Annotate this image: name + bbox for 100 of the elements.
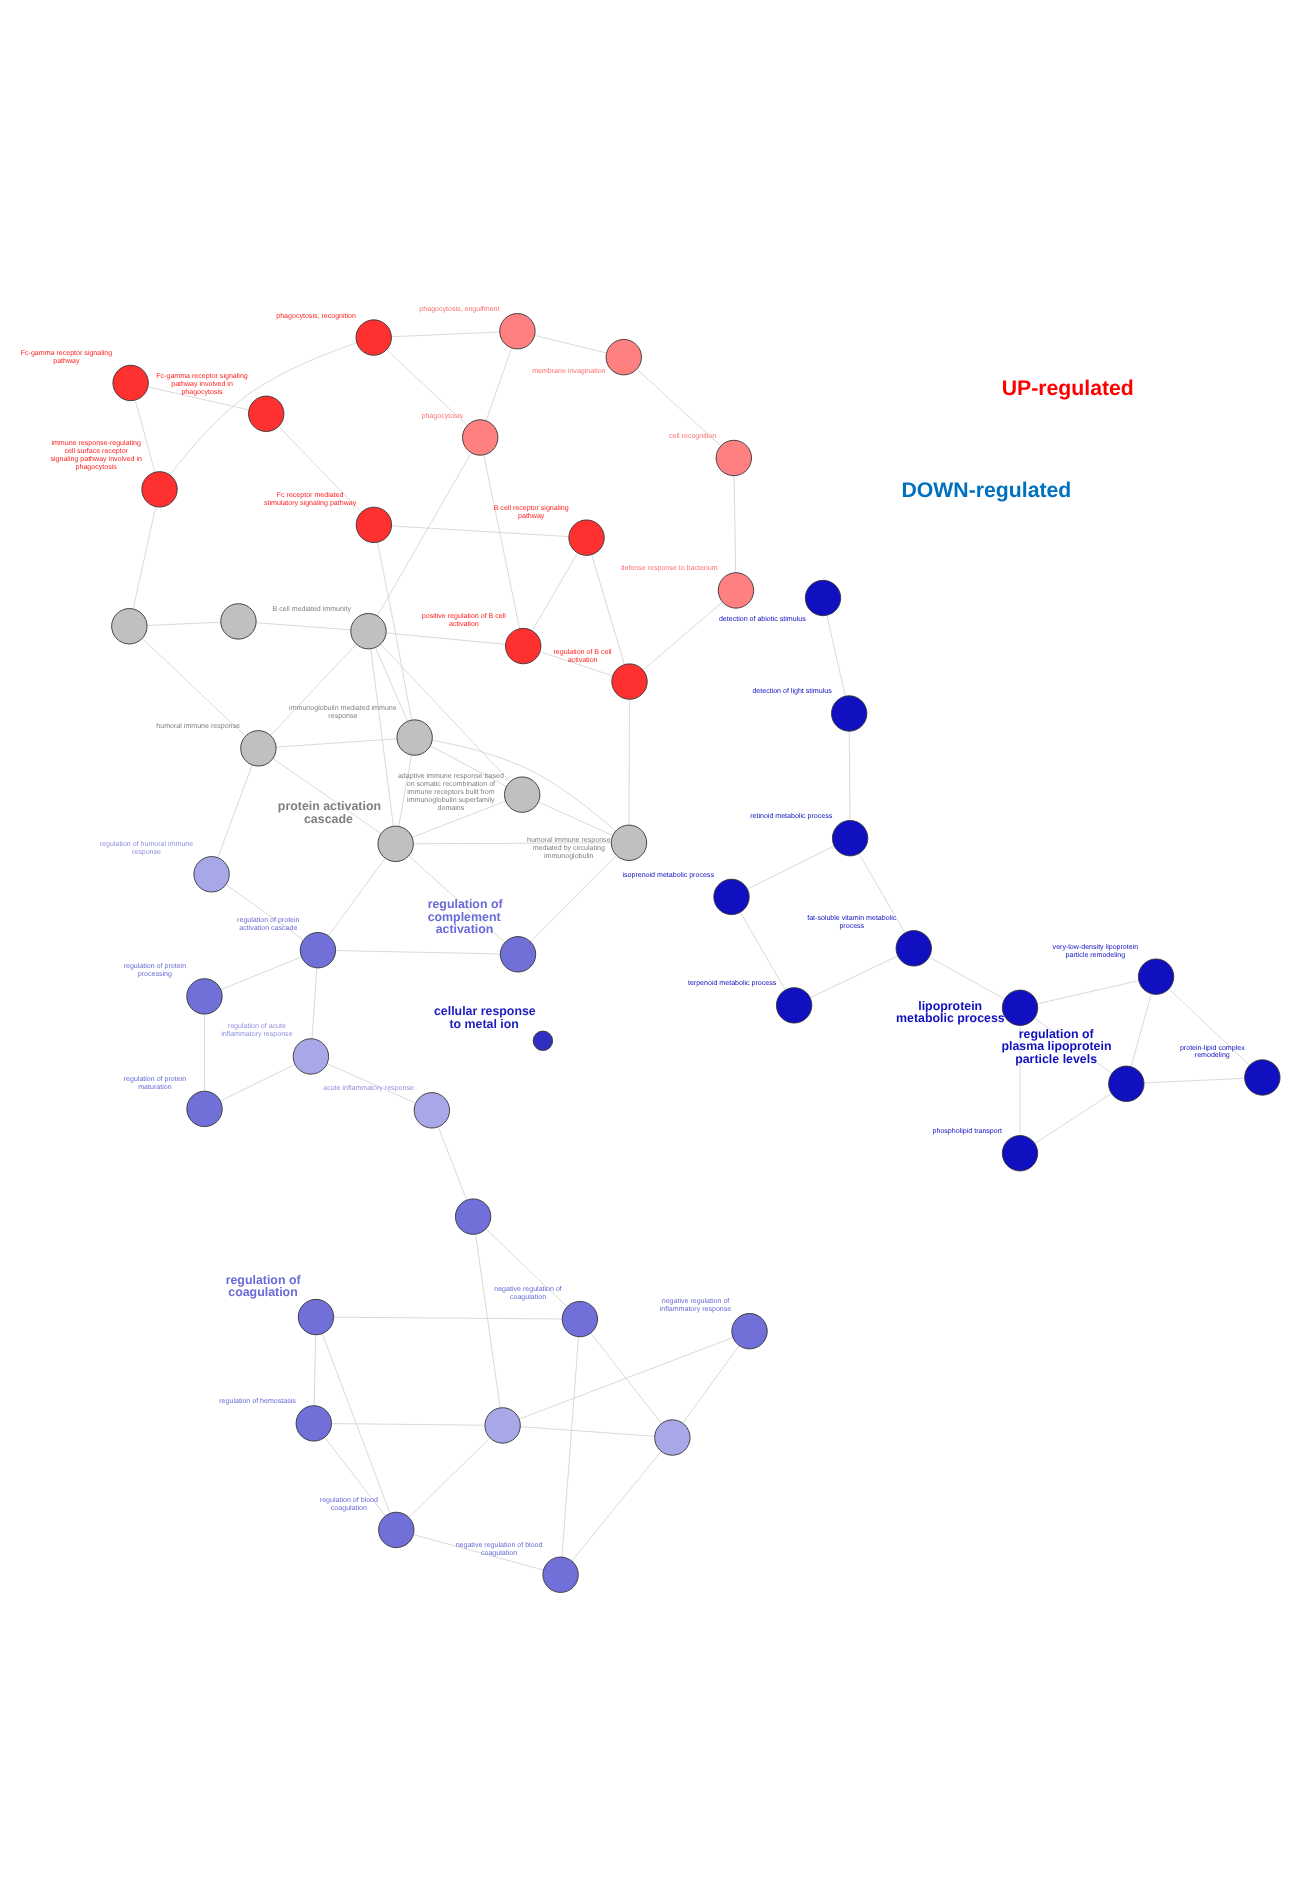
- connector: [220, 956, 302, 991]
- node-circle: [775, 987, 813, 1024]
- connector: [1034, 1017, 1113, 1074]
- node-circle: [895, 930, 932, 967]
- connector: [321, 1333, 391, 1514]
- node-circle: [831, 695, 868, 732]
- node-circle: [350, 613, 387, 650]
- connector: [270, 643, 357, 736]
- node-circle: [413, 1092, 450, 1129]
- node-circle: [378, 1511, 415, 1549]
- node-circle: [292, 1038, 330, 1075]
- node-circle: [532, 1030, 554, 1051]
- node-circle: [248, 395, 285, 432]
- connector: [391, 525, 570, 538]
- connector: [1143, 1077, 1245, 1084]
- connector: [327, 857, 386, 937]
- connector: [475, 1234, 501, 1409]
- connector: [561, 1336, 579, 1558]
- connector: [591, 554, 625, 665]
- connector: [642, 601, 723, 671]
- node-circle: [504, 776, 541, 813]
- connector: [134, 399, 156, 473]
- node-circle: [220, 603, 257, 640]
- node-circle: [454, 1198, 492, 1235]
- connector: [142, 638, 246, 737]
- node-circle: [1108, 1065, 1145, 1102]
- node-circle: [561, 1300, 599, 1338]
- connector: [275, 738, 398, 748]
- connector: [520, 1426, 655, 1437]
- connector: [408, 1437, 491, 1518]
- connector: [408, 855, 506, 943]
- connector: [483, 454, 521, 629]
- connector: [1130, 993, 1152, 1068]
- connector: [628, 699, 630, 826]
- connector: [534, 335, 607, 354]
- node-circle: [193, 856, 230, 893]
- connector: [335, 950, 501, 955]
- connector: [1168, 988, 1250, 1066]
- connector: [272, 758, 382, 835]
- node-circle: [1137, 958, 1175, 995]
- connector: [485, 1228, 568, 1308]
- node-circle: [804, 579, 842, 617]
- node-circle: [731, 1313, 768, 1350]
- connector: [413, 842, 612, 845]
- connector: [225, 884, 304, 941]
- connector: [385, 632, 506, 645]
- node-circle: [610, 824, 648, 861]
- node-circle: [295, 1405, 332, 1442]
- connector: [278, 426, 362, 513]
- connector: [370, 648, 394, 827]
- connector: [217, 764, 253, 858]
- connector: [331, 1423, 486, 1426]
- node-circle: [505, 627, 542, 665]
- connector: [204, 1013, 205, 1092]
- connector: [571, 1451, 662, 1562]
- node-circle: [484, 1407, 521, 1444]
- connector: [411, 800, 507, 838]
- node-circle: [297, 1298, 335, 1336]
- node-circle: [111, 608, 148, 645]
- connector: [220, 1063, 296, 1102]
- connector: [413, 1534, 544, 1571]
- node-circle: [240, 730, 277, 767]
- connector: [530, 855, 617, 942]
- connector: [858, 853, 906, 934]
- connector: [375, 647, 408, 722]
- node-circle: [377, 825, 414, 862]
- node-circle: [299, 932, 337, 969]
- connector: [324, 1437, 386, 1517]
- connector: [146, 621, 222, 626]
- node-circle: [1244, 1059, 1281, 1096]
- node-circle: [499, 936, 537, 973]
- connector: [147, 386, 250, 411]
- node-circle: [605, 339, 642, 376]
- connector: [431, 739, 617, 832]
- node-circle: [611, 663, 648, 700]
- legend-label: UP-regulated: [1001, 376, 1134, 401]
- legend-label: DOWN-regulated: [901, 479, 1072, 504]
- node-circle: [717, 572, 755, 609]
- connector: [326, 1063, 416, 1104]
- connector: [386, 349, 468, 426]
- node-circle: [186, 978, 223, 1015]
- node-circle: [396, 719, 433, 756]
- connector: [636, 369, 721, 447]
- connector: [519, 1337, 734, 1420]
- node-circle: [568, 519, 605, 556]
- node-circle: [831, 820, 869, 857]
- node-circle: [141, 471, 178, 508]
- connector: [539, 651, 613, 677]
- connector: [376, 452, 472, 617]
- connector: [313, 1334, 317, 1407]
- connector: [537, 801, 614, 836]
- node-circle: [1001, 1135, 1039, 1172]
- connector: [826, 614, 846, 697]
- connector: [929, 956, 1005, 1000]
- node-circle: [715, 439, 752, 477]
- connector: [132, 506, 157, 610]
- connector: [1037, 980, 1140, 1005]
- connector: [333, 1316, 563, 1320]
- node-circle: [112, 364, 149, 402]
- connector: [485, 347, 512, 422]
